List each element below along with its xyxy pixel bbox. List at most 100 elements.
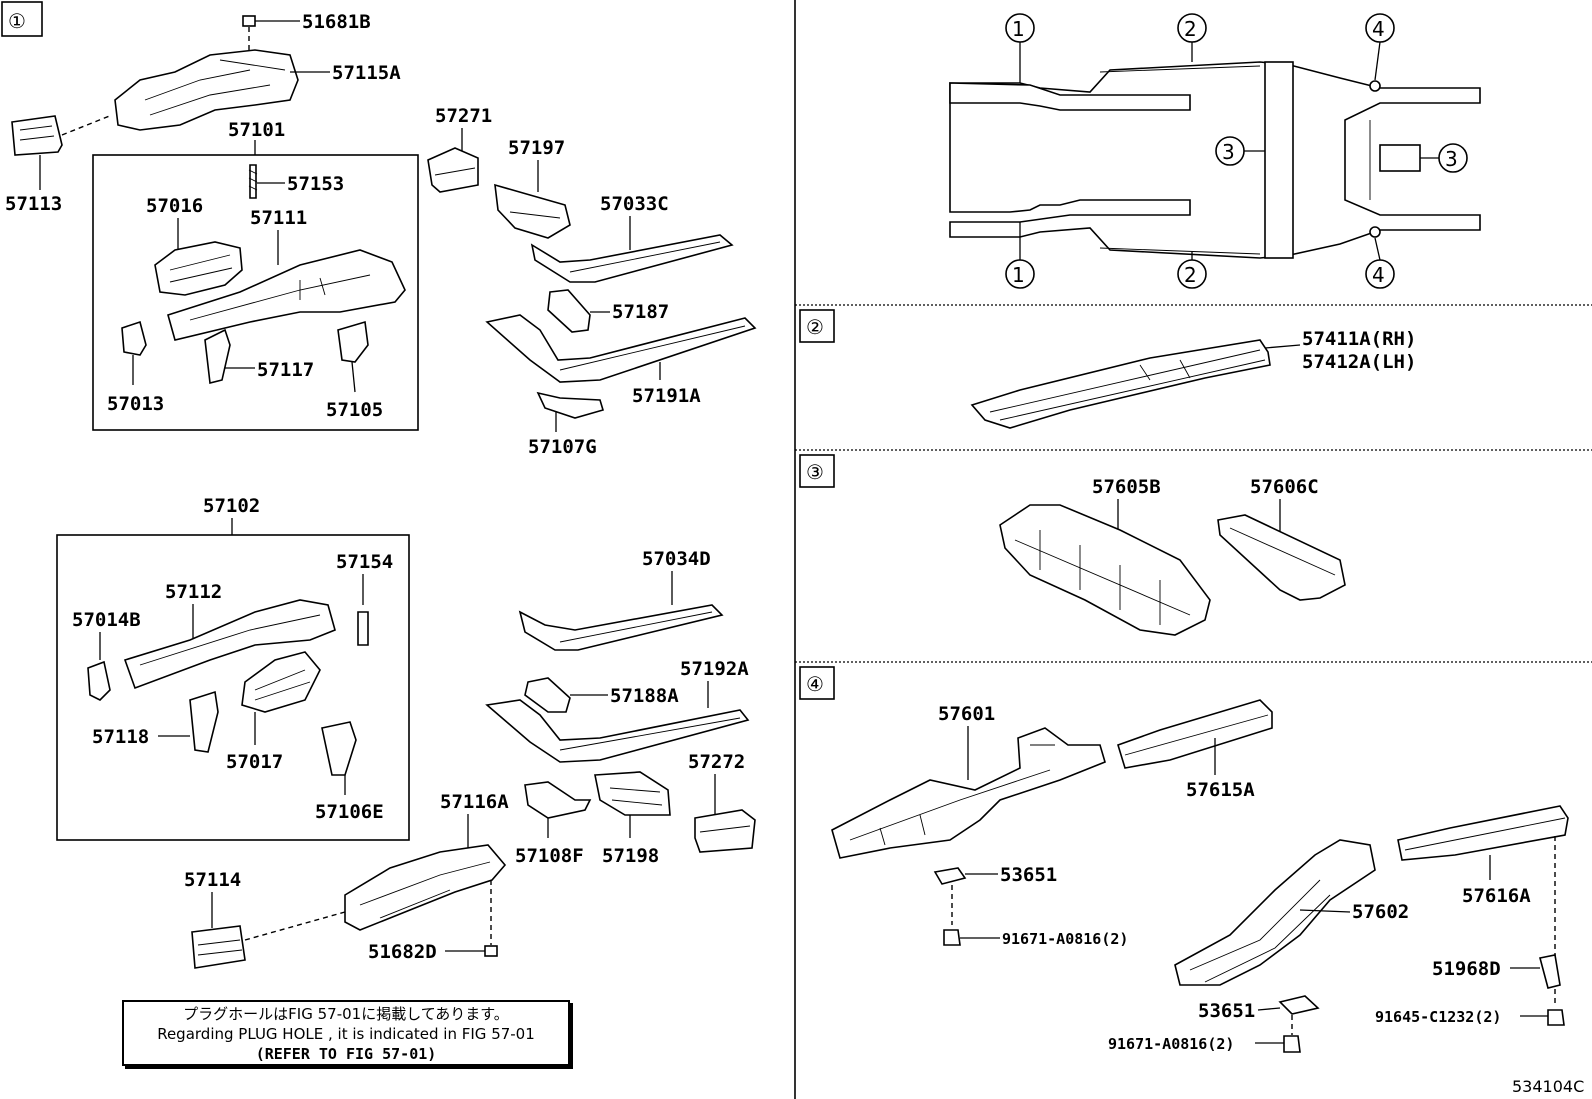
part-57106E <box>321 721 357 776</box>
label-57108F: 57108F <box>515 845 584 867</box>
label-57114: 57114 <box>184 869 241 891</box>
label-57111: 57111 <box>250 207 307 229</box>
part-57197 <box>494 183 571 239</box>
part-57013 <box>121 320 147 356</box>
section-marker-3: ③ <box>806 460 824 484</box>
part-57192A <box>485 699 750 763</box>
label-57154: 57154 <box>336 551 393 573</box>
section-marker-2-box <box>799 309 835 343</box>
note-english: Regarding PLUG HOLE , it is indicated in… <box>157 1025 535 1043</box>
part-57411A <box>970 339 1271 429</box>
part-57116A <box>344 844 507 931</box>
section-marker-1: ① <box>8 9 26 33</box>
label-91671-rear: 91671-A0816(2) <box>1108 1035 1234 1053</box>
svg-text:2: 2 <box>1184 17 1197 41</box>
label-57411A: 57411A(RH) <box>1302 328 1416 350</box>
label-57602: 57602 <box>1352 901 1409 923</box>
section-1-upper: 51681B 57115A 57113 57101 57153 57016 57… <box>5 11 757 458</box>
part-57605B <box>999 504 1211 636</box>
bolt-91671-front <box>943 929 961 946</box>
part-57271 <box>427 147 479 193</box>
label-57198: 57198 <box>602 845 659 867</box>
section-marker-4-box <box>799 666 835 700</box>
section-marker-1-box <box>1 1 43 37</box>
label-53651-rear: 53651 <box>1198 1000 1255 1022</box>
svg-text:1: 1 <box>1012 263 1025 287</box>
frame-overview-crossmember <box>1264 61 1294 259</box>
label-57606C: 57606C <box>1250 476 1319 498</box>
label-57188A: 57188A <box>610 685 679 707</box>
label-91671-front: 91671-A0816(2) <box>1002 930 1128 948</box>
svg-text:4: 4 <box>1372 263 1385 287</box>
part-57114 <box>191 925 246 969</box>
section-2: 57411A(RH) 57412A(LH) <box>970 328 1416 429</box>
label-57101: 57101 <box>228 119 285 141</box>
part-57118 <box>189 690 219 753</box>
label-57034D: 57034D <box>642 548 711 570</box>
label-57113: 57113 <box>5 193 62 215</box>
part-57601 <box>831 727 1106 859</box>
label-57116A: 57116A <box>440 791 509 813</box>
bolt-91645 <box>1547 1009 1565 1026</box>
section-1-lower: 57102 57154 57112 57014B 57017 57118 571… <box>72 495 756 969</box>
label-51968D: 51968D <box>1432 958 1501 980</box>
label-57601: 57601 <box>938 703 995 725</box>
part-57113 <box>11 115 63 156</box>
part-57198 <box>594 771 671 816</box>
section-3: 57605B 57606C <box>999 476 1346 636</box>
svg-text:3: 3 <box>1222 140 1235 164</box>
svg-text:1: 1 <box>1012 17 1025 41</box>
label-57014B: 57014B <box>72 609 141 631</box>
label-57106E: 57106E <box>315 801 384 823</box>
label-51682D: 51682D <box>368 941 437 963</box>
part-57107G <box>536 391 604 419</box>
label-57192A: 57192A <box>680 658 749 680</box>
note-reference: (REFER TO FIG 57-01) <box>255 1045 437 1063</box>
label-57271: 57271 <box>435 105 492 127</box>
part-53651-front <box>933 867 967 885</box>
label-57118: 57118 <box>92 726 149 748</box>
label-53651-front: 53651 <box>1000 864 1057 886</box>
part-57615A <box>1117 699 1273 769</box>
part-53651-rear <box>1278 995 1320 1015</box>
part-57108F <box>524 781 592 819</box>
label-57102: 57102 <box>203 495 260 517</box>
label-57605B: 57605B <box>1092 476 1161 498</box>
frame-overview-rear-mount <box>1379 144 1421 172</box>
part-57111 <box>167 249 406 341</box>
part-57014B <box>87 660 111 701</box>
svg-text:4: 4 <box>1372 17 1385 41</box>
part-57117 <box>204 328 231 384</box>
plug-hole-note: プラグホールはFIG 57-01に掲載してあります。 Regarding PLU… <box>122 1000 570 1066</box>
frame-overview-lower-outline <box>949 61 1481 259</box>
clip-51968D <box>1539 954 1561 989</box>
part-57191A <box>485 314 757 383</box>
part-57272 <box>694 809 756 853</box>
label-57105: 57105 <box>326 399 383 421</box>
label-57153: 57153 <box>287 173 344 195</box>
part-57112 <box>123 599 336 690</box>
section-marker-3-box <box>799 454 835 488</box>
plug-51682D <box>484 945 498 957</box>
label-57272: 57272 <box>688 751 745 773</box>
label-57115A: 57115A <box>332 62 401 84</box>
label-57412A: 57412A(LH) <box>1302 351 1416 373</box>
part-57017 <box>241 651 321 713</box>
label-57197: 57197 <box>508 137 565 159</box>
bolt-91671-rear <box>1283 1035 1301 1053</box>
label-57017: 57017 <box>226 751 283 773</box>
svg-text:3: 3 <box>1445 147 1458 171</box>
part-57606C <box>1217 514 1346 601</box>
plug-51681B <box>242 15 256 27</box>
part-57016 <box>154 241 243 296</box>
part-57187 <box>547 289 591 333</box>
label-57033C: 57033C <box>600 193 669 215</box>
label-57187: 57187 <box>612 301 669 323</box>
label-57016: 57016 <box>146 195 203 217</box>
group-box-57102 <box>56 534 410 841</box>
label-57616A: 57616A <box>1462 885 1531 907</box>
svg-text:2: 2 <box>1184 263 1197 287</box>
label-57117: 57117 <box>257 359 314 381</box>
label-57191A: 57191A <box>632 385 701 407</box>
